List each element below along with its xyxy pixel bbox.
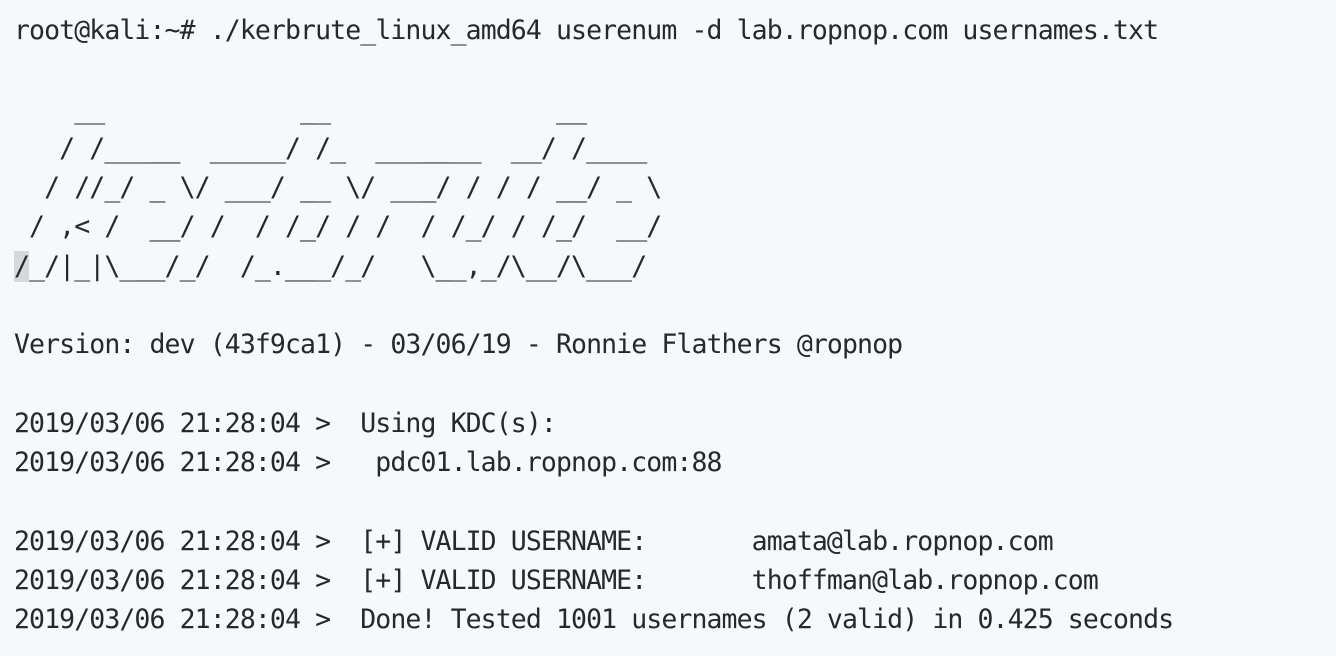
blank-line (14, 483, 1336, 522)
banner-line-rest: _/|_|\___/_/ /_.___/_/ \__,_/\__/\___/ (29, 250, 647, 282)
banner-line: __ __ __ (14, 93, 662, 125)
ascii-banner: __ __ __ / /_____ _____/ /_ _______ __/ … (14, 90, 1336, 286)
banner-line: /_/|_|\___/_/ /_.___/_/ \__,_/\__/\___/ (14, 247, 1336, 286)
shell-prompt: root@kali:~# (14, 15, 196, 46)
blank-line (14, 50, 1336, 89)
banner-line: / /_____ _____/ /_ _______ __/ /____ (14, 132, 662, 164)
banner-line: / ,< / __/ / / /_/ / / / /_/ / /_/ __/ (14, 211, 662, 243)
result-line: 2019/03/06 21:28:04 > [+] VALID USERNAME… (14, 525, 1054, 557)
command-line: root@kali:~# ./kerbrute_linux_amd64 user… (14, 11, 1336, 50)
log-line: 2019/03/06 21:28:04 > Using KDC(s): (14, 407, 557, 439)
log-line: 2019/03/06 21:28:04 > pdc01.lab.ropnop.c… (14, 447, 722, 479)
result-line: 2019/03/06 21:28:04 > [+] VALID USERNAME… (14, 565, 1099, 597)
selection-highlight: / (14, 250, 30, 282)
summary-line: 2019/03/06 21:28:04 > Done! Tested 1001 … (14, 604, 1174, 636)
blank-line (14, 365, 1336, 404)
command-text: ./kerbrute_linux_amd64 userenum -d lab.r… (209, 15, 1159, 46)
version-line: Version: dev (43f9ca1) - 03/06/19 - Ronn… (14, 329, 903, 361)
blank-line (14, 286, 1336, 325)
banner-line: / //_/ _ \/ ___/ __ \/ ___/ / / / __/ _ … (14, 172, 662, 204)
